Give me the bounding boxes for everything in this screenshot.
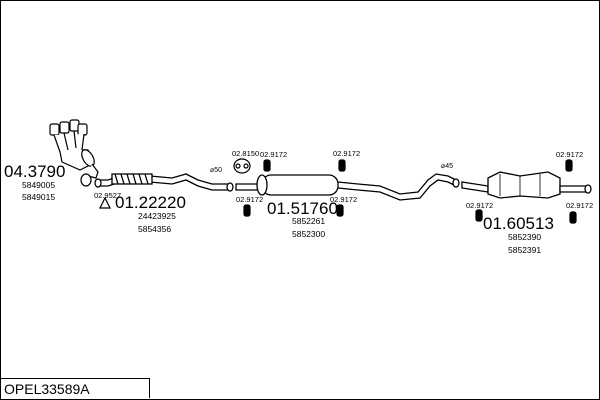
center-muffler-drawing xyxy=(235,173,460,201)
part-ref-1a: 5849005 xyxy=(22,180,55,190)
clamp-label-6: 02.9172 xyxy=(330,195,357,204)
clamp-label-3: 02.9172 xyxy=(260,150,287,159)
clamp-label-1: 02.9527 xyxy=(94,191,121,200)
diameter-label-2: ⌀45 xyxy=(441,163,453,170)
part-ref-2b: 5854356 xyxy=(138,224,171,234)
clamp-label-4: 02.9172 xyxy=(333,149,360,158)
exhaust-manifold-drawing xyxy=(49,119,99,179)
part-number-4: 01.60513 xyxy=(483,214,554,233)
part-number-3: 01.51760 xyxy=(267,199,338,218)
front-pipe-drawing xyxy=(94,173,234,192)
part-number-1: 04.3790 xyxy=(4,162,65,181)
clamp-label-7: 02.9172 xyxy=(466,201,493,210)
clamp-label-2: 02.8150 xyxy=(232,149,259,158)
part-ref-4b: 5852391 xyxy=(508,245,541,255)
part-ref-4a: 5852390 xyxy=(508,232,541,242)
clamp-label-5: 02.9172 xyxy=(236,195,263,204)
clamp-markers xyxy=(80,158,577,224)
rear-muffler-drawing xyxy=(461,171,592,199)
part-ref-1b: 5849015 xyxy=(22,192,55,202)
diagram-code: OPEL33589A xyxy=(4,381,90,397)
part-ref-3a: 5852261 xyxy=(292,216,325,226)
diagram-code-box: OPEL33589A xyxy=(0,378,150,398)
diameter-label-1: ⌀50 xyxy=(210,167,222,174)
clamp-label-9: 02.9172 xyxy=(566,201,593,210)
part-ref-3b: 5852300 xyxy=(292,229,325,239)
part-number-2: 01.22220 xyxy=(115,193,186,212)
clamp-label-8: 02.9172 xyxy=(556,150,583,159)
part-ref-2a: 24423925 xyxy=(138,211,176,221)
